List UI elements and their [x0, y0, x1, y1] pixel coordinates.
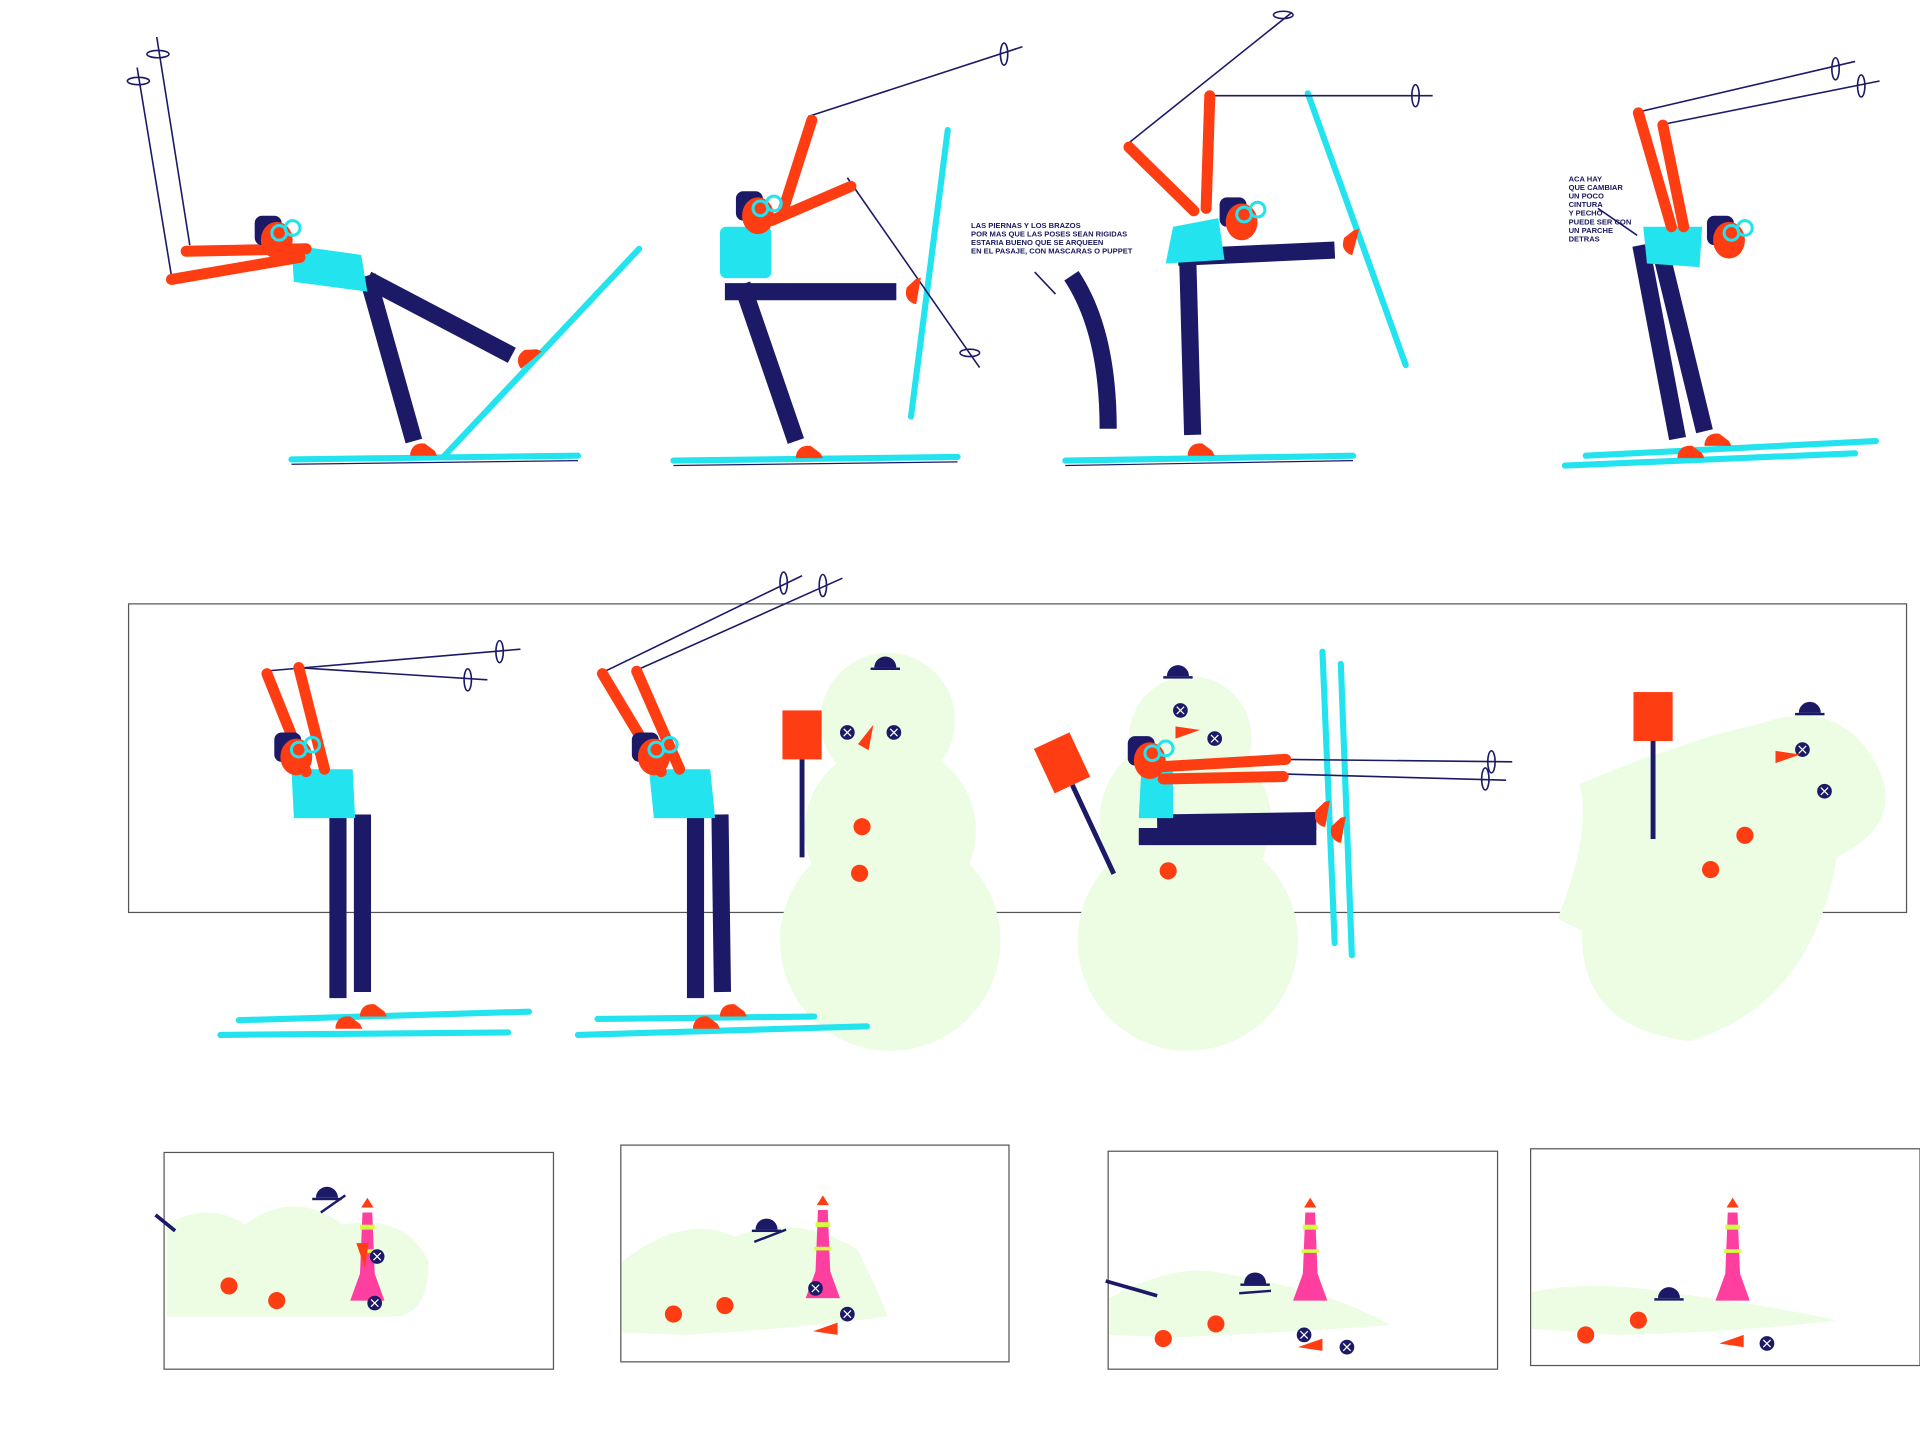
arch-note: LAS PIERNAS Y LOS BRAZOS POR MAS QUE LAS…	[971, 221, 1133, 256]
skier-pose-2	[670, 42, 1023, 467]
skier-crash-snowman-7	[1034, 648, 1513, 1051]
melt-frame-3	[1105, 1150, 1499, 1370]
skier-pose-1	[126, 36, 643, 465]
skier-with-snowman-6	[574, 571, 1001, 1051]
skier-pose-4: ACA HAY QUE CAMBIAR UN POCO CINTURA Y PE…	[1561, 56, 1880, 469]
waist-note: ACA HAY QUE CAMBIAR UN POCO CINTURA Y PE…	[1569, 174, 1634, 243]
skier-pose-5	[217, 639, 533, 1038]
middle-row-frame	[127, 603, 1908, 914]
melt-frame-4	[1530, 1148, 1920, 1367]
melting-snowman-8	[1557, 692, 1886, 1042]
melt-frame-2	[620, 1144, 1010, 1363]
skier-pose-3: LAS PIERNAS Y LOS BRAZOS POR MAS QUE LAS…	[971, 10, 1433, 467]
melt-frame-1	[154, 1151, 555, 1370]
